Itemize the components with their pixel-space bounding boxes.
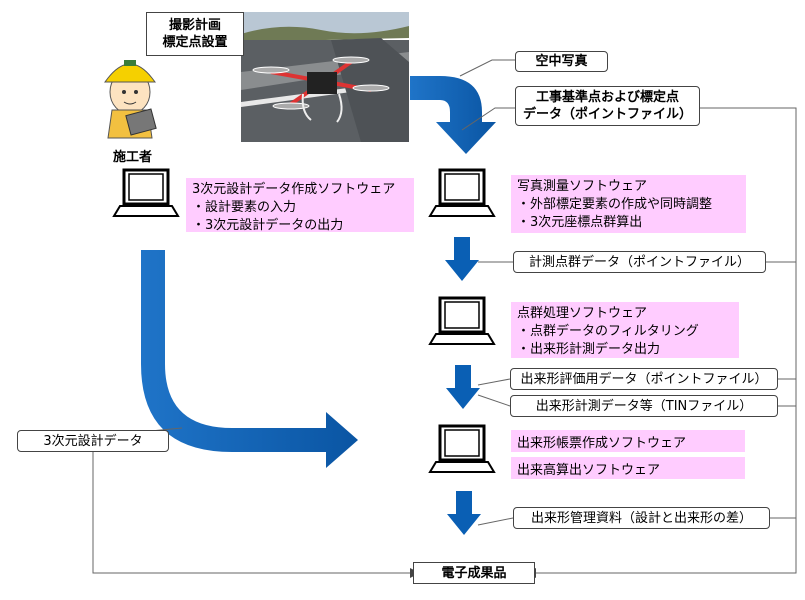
photo-software-item: ・外部標定要素の作成や同時調整 bbox=[517, 197, 713, 212]
design-software-box: 3次元設計データ作成ソフトウェア ・設計要素の入力 ・3次元設計データの出力 bbox=[186, 178, 414, 233]
design-software-item: ・3次元設計データの出力 bbox=[192, 218, 344, 233]
flow-arrow-1 bbox=[445, 237, 479, 281]
form-software-1: 出来形帳票作成ソフトウェア bbox=[511, 430, 745, 452]
design-software-title: 3次元設計データ作成ソフトウェア bbox=[192, 182, 396, 197]
flow-arrow-design bbox=[141, 250, 358, 468]
photo-software-title: 写真測量ソフトウェア bbox=[517, 179, 648, 194]
point-cloud-data-box: 計測点群データ（ポイントファイル） bbox=[513, 251, 766, 273]
mgmt-doc-box: 出来形管理資料（設計と出来形の差） bbox=[513, 507, 770, 529]
photo-software-item: ・3次元座標点群算出 bbox=[517, 215, 643, 230]
constructor-label: 施工者 bbox=[113, 150, 153, 165]
flow-arrow-3 bbox=[447, 491, 481, 535]
laptop-icon bbox=[428, 424, 496, 473]
flow-arrow-2 bbox=[446, 365, 480, 409]
pc-software-title: 点群処理ソフトウェア bbox=[517, 306, 648, 321]
pc-software-item: ・出来形計測データ出力 bbox=[517, 342, 661, 357]
control-points-line2: データ（ポイントファイル） bbox=[522, 107, 692, 122]
aerial-photo-box: 空中写真 bbox=[515, 51, 608, 72]
flow-arrow-photo bbox=[410, 76, 496, 154]
drone-photo bbox=[241, 12, 409, 142]
deliverable-box: 電子成果品 bbox=[413, 562, 535, 584]
survey-plan-box: 撮影計画 標定点設置 bbox=[146, 12, 244, 56]
pc-software-box: 点群処理ソフトウェア ・点群データのフィルタリング ・出来形計測データ出力 bbox=[511, 302, 739, 358]
laptop-icon bbox=[112, 168, 180, 217]
survey-plan-line2: 標定点設置 bbox=[162, 35, 228, 50]
laptop-icon bbox=[428, 168, 496, 217]
photo-software-box: 写真測量ソフトウェア ・外部標定要素の作成や同時調整 ・3次元座標点群算出 bbox=[511, 175, 746, 233]
worker-icon bbox=[104, 60, 157, 139]
connector-lines bbox=[92, 59, 797, 574]
control-points-line1: 工事基準点および標定点 bbox=[535, 90, 679, 105]
form-software-2: 出来高算出ソフトウェア bbox=[511, 457, 745, 479]
design-software-item: ・設計要素の入力 bbox=[192, 200, 297, 215]
control-points-box: 工事基準点および標定点 データ（ポイントファイル） bbox=[515, 86, 700, 126]
survey-plan-line1: 撮影計画 bbox=[168, 18, 221, 33]
laptop-icon bbox=[428, 296, 496, 345]
design-data-3d-box: 3次元設計データ bbox=[17, 430, 169, 452]
meas-data-box: 出来形計測データ等（TINファイル） bbox=[510, 395, 778, 417]
eval-data-box: 出来形評価用データ（ポイントファイル） bbox=[510, 368, 778, 390]
pc-software-item: ・点群データのフィルタリング bbox=[517, 324, 699, 339]
